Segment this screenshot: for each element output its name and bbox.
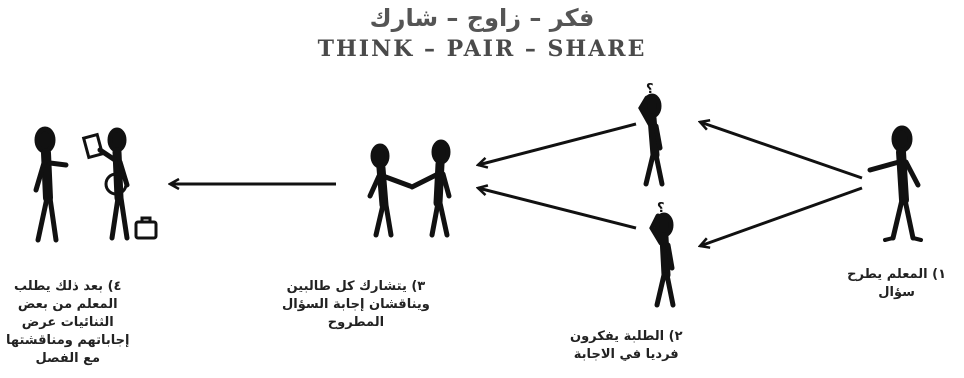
question-mark-bottom: ؟ (657, 201, 665, 216)
step-4-line-3: الثنائيات عرض (21, 315, 114, 330)
step-4-line-5: مع الفصل (35, 351, 101, 366)
thinking-student-bottom-figure (649, 212, 676, 308)
step-2-line-2: فرديا في الاجابة (573, 347, 679, 362)
step-4-caption: ٤) بعد ذلك يطلب المعلم من بعض الثنائيات … (6, 278, 129, 368)
step-4-line-2: المعلم من بعض (17, 297, 118, 312)
share-group-figures (33, 126, 130, 243)
step-3-line-1: ٣) يتشارك كل طالبين (286, 279, 426, 294)
step-1-line-1: ١) المعلم يطرح (847, 267, 946, 282)
step-1-caption: ١) المعلم يطرح سؤال (847, 266, 946, 302)
step-2-line-1: ٢) الطلبة يفكرون (570, 329, 683, 344)
step-2-caption: ٢) الطلبة يفكرون فرديا في الاجابة (570, 328, 683, 364)
thinking-student-top-figure (638, 93, 665, 187)
arrow-teacher-to-think-top (700, 122, 863, 180)
arrow-teacher-to-think-bottom (700, 186, 863, 246)
share-props (81, 132, 158, 240)
arrows (170, 122, 863, 246)
step-3-line-3: المطروح (327, 315, 385, 330)
question-mark-top: ؟ (646, 82, 654, 97)
step-3-line-2: ويناقشان إجابة السؤال (282, 297, 430, 312)
paper-sheet (81, 132, 105, 160)
teacher-figure (867, 125, 923, 242)
title-arabic: فكر – زاوج – شارك (369, 4, 595, 32)
step-4-line-1: ٤) بعد ذلك يطلب (14, 279, 122, 294)
arrow-think-top-to-pair (478, 122, 637, 165)
step-3-caption: ٣) يتشارك كل طالبين ويناقشان إجابة السؤا… (282, 278, 430, 332)
pair-figures (367, 139, 452, 238)
step-4-line-4: إجاباتهم ومناقشتها (6, 333, 130, 348)
arrow-think-bottom-to-pair (478, 188, 637, 230)
briefcase (134, 220, 158, 240)
title-english: THINK – PAIR – SHARE (317, 36, 647, 62)
step-1-line-2: سؤال (878, 285, 915, 300)
